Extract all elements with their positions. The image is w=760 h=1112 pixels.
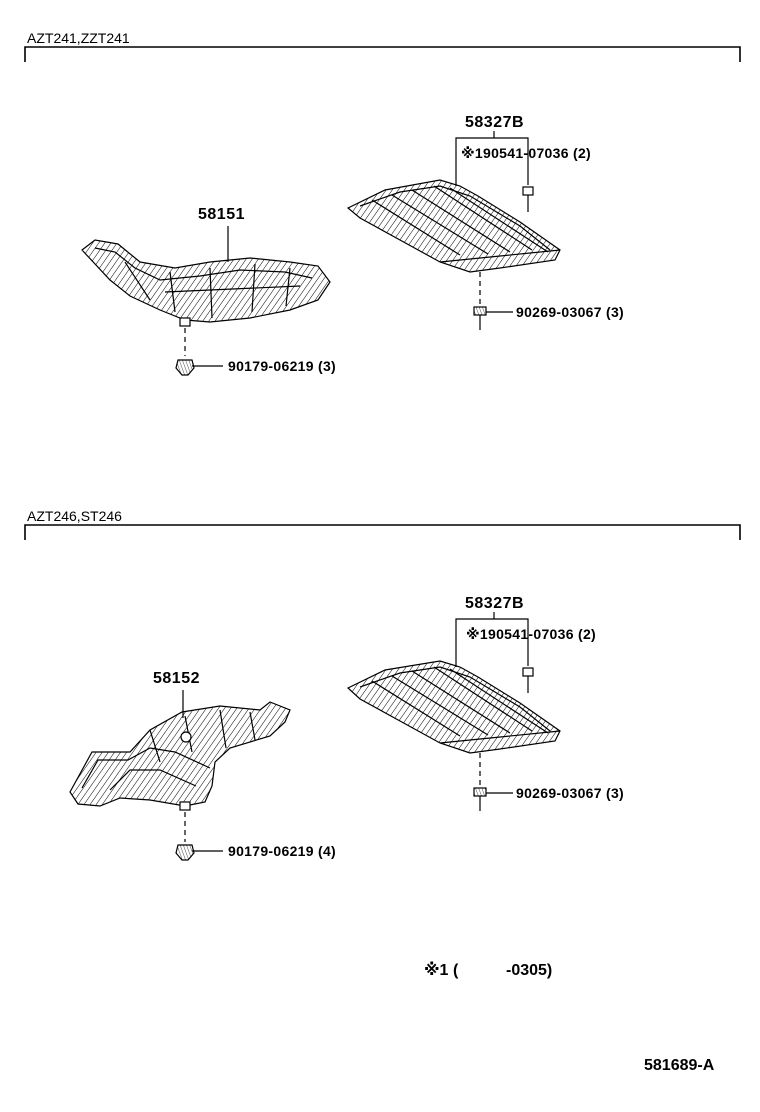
heat-shield-58327b-1 [346,179,561,273]
part-number-right-shield-1: 58327B [465,114,525,131]
part-number-left-shield-2: 58152 [153,670,200,687]
part-number-left-nut-1: 90179-06219 (3) [228,358,337,374]
heat-shield-58327b-2 [346,660,561,754]
leader-left-nut-1 [184,328,223,367]
section-1-title: AZT241,ZZT241 [27,30,130,46]
footnote-range: -0305) [506,962,553,979]
clip-icon-2 [522,667,534,693]
bolt-icon-1 [473,306,487,330]
part-number-right-shield-2: 58327B [465,595,525,612]
section-2-title: AZT246,ST246 [27,508,122,524]
part-number-left-nut-2: 90179-06219 (4) [228,843,337,859]
part-number-right-bolt-2: 90269-03067 (3) [516,785,625,801]
part-number-right-clip-1: ※190541-07036 (2) [461,145,592,161]
bracket-58327b-1 [455,131,529,186]
nut-icon-1 [175,359,195,376]
nut-icon-2 [175,844,195,861]
leader-bolt-1 [479,272,513,313]
footnote-open-paren: ( [453,962,459,979]
heat-shield-58152 [69,701,291,811]
section-2-bracket [24,524,741,540]
leader-left-nut-2 [184,812,223,852]
clip-icon-1 [522,186,534,212]
part-number-left-shield-1: 58151 [198,206,245,223]
heat-shield-58151 [81,239,331,327]
bolt-icon-2 [473,787,487,811]
part-number-right-clip-2: ※190541-07036 (2) [466,626,597,642]
bracket-58327b-2 [455,612,529,667]
part-number-right-bolt-1: 90269-03067 (3) [516,304,625,320]
footnote-mark: ※1 [424,962,449,979]
leader-bolt-2 [479,753,513,794]
section-1-bracket [24,46,741,62]
diagram-id: 581689-A [644,1057,715,1074]
